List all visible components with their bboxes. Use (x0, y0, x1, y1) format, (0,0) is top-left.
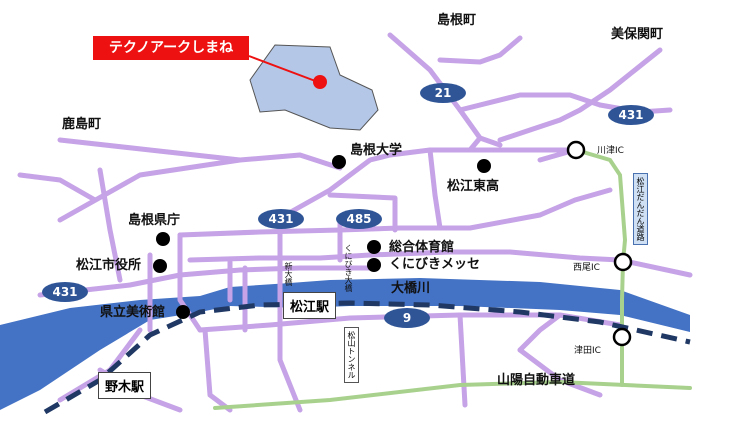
tunnel-label-matsuyama: 松山トンネル (344, 327, 359, 383)
ic-marker-tsuda (612, 327, 632, 347)
landmark-dot-pref-office (156, 232, 170, 246)
town-label-shimane: 島根町 (437, 13, 477, 28)
river-label-ohashi: 大橋川 (391, 281, 431, 296)
route-shield-431-center: 431 (258, 209, 304, 229)
bridge-label-kunibiki: くにびき大橋 (344, 244, 353, 292)
station-label-nogi: 野木駅 (98, 372, 152, 399)
landmark-dot-museum (176, 305, 190, 319)
technoarc-marker (313, 75, 327, 89)
landmark-dot-gym (367, 240, 381, 254)
route-shield-431-west: 431 (42, 282, 88, 302)
landmark-dot-messe (367, 258, 381, 272)
town-label-kashima: 鹿島町 (62, 117, 102, 132)
ic-marker-nishio (613, 252, 633, 272)
landmark-label-pref-office: 島根県庁 (128, 213, 181, 228)
landmark-dot-city-hall (153, 259, 167, 273)
landmark-label-museum: 県立美術館 (100, 305, 166, 320)
route-shield-485: 485 (336, 209, 382, 229)
landmark-label-city-hall: 松江市役所 (76, 258, 142, 273)
landmark-label-gym: 総合体育館 (389, 240, 455, 255)
ic-label-kawazu: 川津IC (597, 146, 624, 156)
ic-label-tsuda: 津田IC (574, 346, 601, 356)
expressway-label-sanin: 山陽自動車道 (497, 373, 576, 388)
lake-shinji (0, 278, 690, 410)
route-shield-21: 21 (420, 83, 466, 103)
landmark-dot-matsue-higashi (477, 159, 491, 173)
road-network (17, 32, 693, 413)
landmark-label-messe: くにびきメッセ (389, 257, 481, 272)
landmark-label-shimane-univ: 島根大学 (350, 143, 403, 158)
expressway-label-dandan: 松江だんだん道路 (633, 173, 648, 245)
technoarc-callout: テクノアークしまね (93, 36, 249, 60)
route-shield-9: 9 (384, 308, 430, 328)
technoarc-site-area (249, 44, 379, 131)
callout-leader (248, 55, 319, 83)
station-label-matsue: 松江駅 (283, 292, 337, 319)
bridge-label-shin-ohashi: 新大橋 (284, 262, 293, 286)
landmark-dot-shimane-univ (332, 155, 346, 169)
ic-label-nishio: 西尾IC (573, 263, 600, 273)
route-shield-431-east: 431 (608, 105, 654, 125)
ic-marker-kawazu (566, 140, 586, 160)
landmark-label-matsue-higashi: 松江東高 (447, 179, 500, 194)
town-label-mihonoseki: 美保関町 (611, 27, 664, 42)
